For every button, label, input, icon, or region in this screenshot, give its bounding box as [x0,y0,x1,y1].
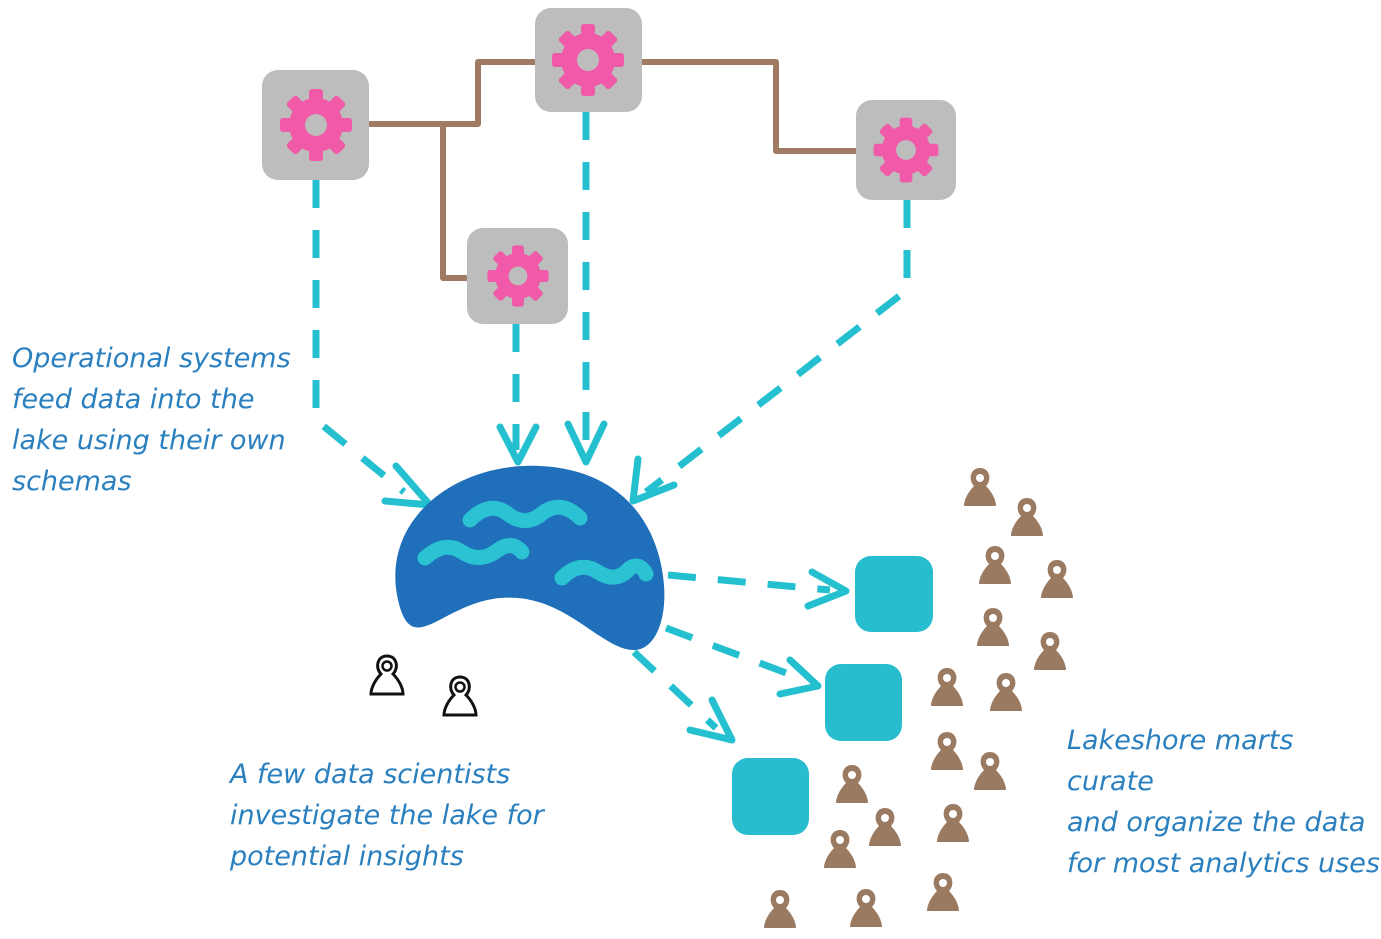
person-icon [977,608,1009,646]
mart-flows [631,571,831,731]
person-icon [764,890,796,928]
operational-system-3 [856,100,956,200]
gear-icon [873,117,939,183]
person-icon [964,468,996,506]
operational-system-2 [535,8,642,112]
gear-icon [552,24,624,96]
caption-data-scientists: A few data scientists investigate the la… [230,759,544,872]
analyst-group [764,468,1073,928]
person-icon [937,804,969,842]
feed-flows [312,112,911,495]
operational-system-1 [262,70,369,180]
system-connectors [368,59,860,281]
mart-arrowheads [686,568,850,744]
person-icon [979,546,1011,584]
gear-icon [280,89,352,161]
scientist-person-icon [442,675,478,717]
mart-icon [855,556,933,632]
person-icon [990,673,1022,711]
person-icon [974,752,1006,790]
person-icon [836,765,868,803]
person-icon [1034,632,1066,670]
person-icon [1041,560,1073,598]
caption-lakeshore-marts: Lakeshore marts curate and organize the … [1067,725,1380,879]
gear-icon [487,245,549,307]
person-icon [931,668,963,706]
operational-system-4 [467,228,568,324]
mart-icon [825,664,902,741]
person-icon [869,808,901,846]
person-icon [1011,498,1043,536]
person-icon [927,873,959,911]
mart-icon [732,758,809,835]
lake-icon [395,465,665,650]
person-icon [824,830,856,868]
scientist-person-icon [369,654,405,696]
person-icon [931,732,963,770]
person-icon [850,889,882,927]
caption-operational-systems: Operational systems feed data into the l… [12,343,291,497]
